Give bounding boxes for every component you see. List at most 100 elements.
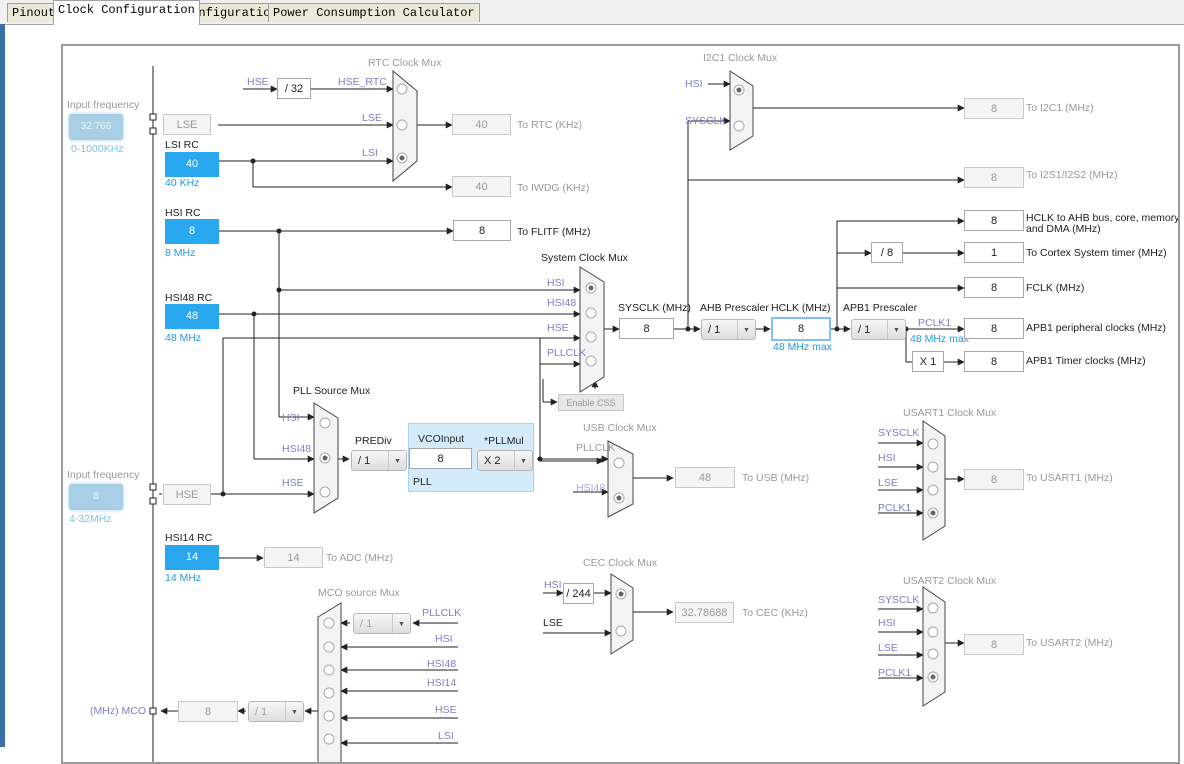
i2c1-output-field: 8 <box>964 98 1024 119</box>
hclk-ahb-output-label-2: and DMA (MHz) <box>1026 223 1101 235</box>
ahb-prescaler-value: / 1 <box>708 324 721 336</box>
prediv-label: PREDiv <box>355 435 392 447</box>
rtc-output-field: 40 <box>452 114 511 135</box>
pllmul-value: X 2 <box>484 455 501 467</box>
hclk-ahb-output-label: HCLK to AHB bus, core, memory <box>1026 212 1180 224</box>
ahb-prescaler-label: AHB Prescaler <box>700 302 769 314</box>
lse-input-frequency-field[interactable]: 32.768 <box>69 114 123 140</box>
mco-hsi48-label: HSI48 <box>427 658 457 670</box>
hclk-max-label: 48 MHz max <box>773 341 832 353</box>
mco-pllclk-label: PLLCLK <box>422 607 462 619</box>
mco-pll-divider-select[interactable]: / 1 ▼ <box>353 613 411 634</box>
rtc-mux-title: RTC Clock Mux <box>368 57 442 69</box>
i2c1-hsi-label: HSI <box>685 78 703 90</box>
mco-lsi-label: LSI <box>438 730 454 742</box>
prediv-select[interactable]: / 1▼ <box>351 450 407 471</box>
mco-mux-title: MCO source Mux <box>318 587 400 599</box>
cec-hsi-label: HSI <box>544 579 562 591</box>
usart1-sysclk-label: SYSCLK <box>878 427 920 439</box>
usb-output-label: To USB (MHz) <box>742 472 810 484</box>
hsi-rc-label: HSI RC <box>165 207 201 219</box>
tab-power-consumption-calculator[interactable]: Power Consumption Calculator <box>268 3 480 22</box>
mco-hsi14-label: HSI14 <box>427 677 457 689</box>
tab-configuration[interactable]: Configuration <box>179 3 283 22</box>
apb1-timer-multiplier: X 1 <box>912 351 944 372</box>
apb1-peripheral-output-label: APB1 peripheral clocks (MHz) <box>1026 322 1167 334</box>
mco-hsi-label: HSI <box>435 633 453 645</box>
apb1-timer-output-label: APB1 Timer clocks (MHz) <box>1026 355 1146 367</box>
cec-output-field: 32.78688 <box>675 602 734 623</box>
sysmux-hsi-label: HSI <box>547 277 565 289</box>
cec-output-label: To CEC (KHz) <box>742 607 808 619</box>
apb1-peripheral-output-field: 8 <box>964 318 1024 339</box>
hclk-input[interactable]: 8 <box>771 317 831 341</box>
hse-box: HSE <box>163 484 211 505</box>
cec-divider: / 244 <box>563 583 594 604</box>
usart2-hsi-label: HSI <box>878 617 896 629</box>
hsi14-freq-label: 14 MHz <box>165 572 202 584</box>
cortex-divider: / 8 <box>871 242 903 263</box>
usart2-output-field: 8 <box>964 634 1024 655</box>
mco-source-mux <box>317 602 342 762</box>
hse-input-frequency-field[interactable]: 8 <box>69 484 123 510</box>
iwdg-output-label: To IWDG (KHz) <box>517 182 590 194</box>
pll-label: PLL <box>413 476 432 488</box>
usb-output-field: 48 <box>675 467 735 488</box>
usart1-pclk1-label: PCLK1 <box>878 502 912 514</box>
hsi14-rc-value: 14 <box>165 545 219 570</box>
cec-lse-label: LSE <box>543 617 563 629</box>
rtc-lsi-label: LSI <box>362 147 378 159</box>
usart2-lse-label: LSE <box>878 642 898 654</box>
hclk-ahb-output-field: 8 <box>964 210 1024 231</box>
lse-range-label: 0-1000KHz <box>71 143 124 155</box>
i2c1-mux <box>729 70 754 151</box>
chevron-down-icon: ▼ <box>514 451 532 470</box>
window-edge <box>0 24 5 747</box>
chevron-down-icon: ▼ <box>737 320 755 339</box>
vco-input-label: VCOInput <box>418 433 465 445</box>
usart2-mux-title: USART2 Clock Mux <box>903 575 997 587</box>
usart2-sysclk-label: SYSCLK <box>878 594 920 606</box>
sysclk-field: 8 <box>619 318 674 339</box>
usart1-output-field: 8 <box>964 469 1024 490</box>
usb-pllclk-label: PLLCLK <box>576 442 616 454</box>
vco-input-field: 8 <box>409 448 472 469</box>
enable-css-button[interactable]: Enable CSS <box>558 394 624 411</box>
chevron-down-icon: ▼ <box>392 614 410 633</box>
i2s-output-field: 8 <box>964 167 1024 188</box>
mco-pll-divider-value: / 1 <box>360 618 373 630</box>
tab-clock-configuration[interactable]: Clock Configuration <box>53 0 200 25</box>
hse-input-frequency-label: Input frequency <box>67 469 140 481</box>
sysmux-pllclk-label: PLLCLK <box>547 347 587 359</box>
fclk-output-field: 8 <box>964 277 1024 298</box>
lse-input-frequency-label: Input frequency <box>67 99 140 111</box>
usart1-output-label: To USART1 (MHz) <box>1026 472 1113 484</box>
apb1-prescaler-select[interactable]: / 1▼ <box>851 319 906 340</box>
flitf-output-label: To FLITF (MHz) <box>517 226 591 238</box>
usart2-output-label: To USART2 (MHz) <box>1026 637 1113 649</box>
pllmul-label: *PLLMul <box>484 435 524 447</box>
apb1-max-label: 48 MHz max <box>910 333 969 345</box>
rtc-hse-divider: / 32 <box>277 78 311 99</box>
pclk1-label: PCLK1 <box>918 317 952 329</box>
clock-tree-wires <box>149 66 965 762</box>
ahb-prescaler-select[interactable]: / 1 ▼ <box>701 319 756 340</box>
mco-label: (MHz) MCO <box>90 705 146 717</box>
pll-source-mux-title: PLL Source Mux <box>293 385 371 397</box>
mco-divider-select[interactable]: / 1▼ <box>248 701 304 722</box>
pllmul-select[interactable]: X 2 ▼ <box>477 450 533 471</box>
i2c1-sysclk-label: SYSCLK <box>685 115 727 127</box>
fclk-output-label: FCLK (MHz) <box>1026 282 1085 294</box>
hsi48-rc-value: 48 <box>165 304 219 329</box>
hsi14-rc-label: HSI14 RC <box>165 532 213 544</box>
chevron-down-icon: ▼ <box>285 702 303 721</box>
cec-mux-title: CEC Clock Mux <box>583 557 658 569</box>
hsi48-rc-label: HSI48 RC <box>165 292 213 304</box>
pllsrc-hse-label: HSE <box>282 477 304 489</box>
pllsrc-hsi-label: HSI <box>282 412 300 424</box>
hse-range-label: 4-32MHz <box>69 513 112 525</box>
sysmux-hse-label: HSE <box>547 322 569 334</box>
lsi-rc-label: LSI RC <box>165 139 199 151</box>
mco-hse-label: HSE <box>435 704 457 716</box>
hsi-rc-value: 8 <box>165 219 219 244</box>
